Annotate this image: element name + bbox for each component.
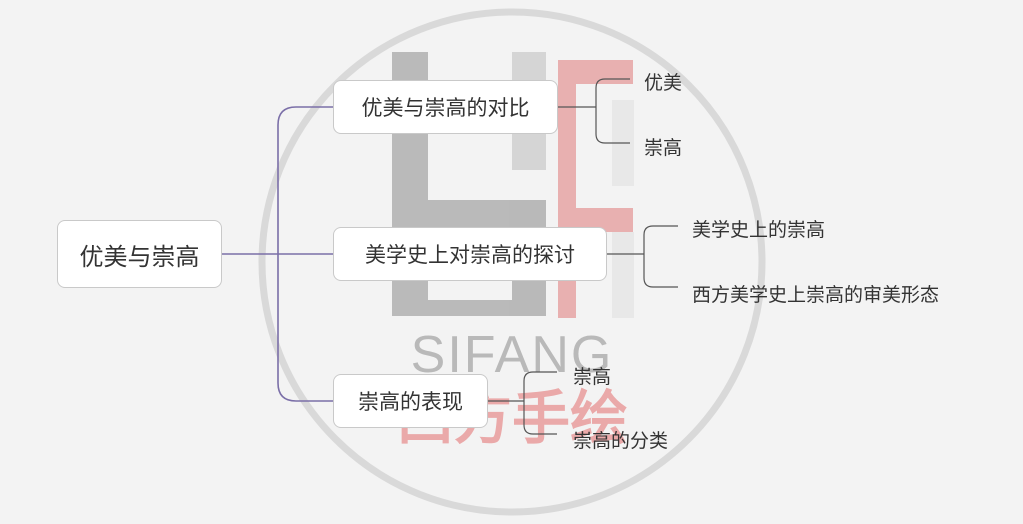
root-node-label: 优美与崇高 <box>79 242 200 271</box>
watermark-circle <box>258 8 766 516</box>
leaf-node-sublime[interactable]: 崇高 <box>644 137 683 159</box>
branch-node-label: 崇高的表现 <box>358 390 463 414</box>
branch-node-history[interactable]: 美学史上对崇高的探讨 <box>333 227 607 281</box>
leaf-node-sublime[interactable]: 崇高 <box>573 366 612 388</box>
leaf-node-sublime-in-history[interactable]: 美学史上的崇高 <box>692 219 826 241</box>
leaf-node-beauty[interactable]: 优美 <box>644 72 683 94</box>
branch-node-label: 优美与崇高的对比 <box>361 96 530 120</box>
branch-connectors <box>488 78 678 435</box>
leaf-node-sublime-categories[interactable]: 崇高的分类 <box>573 430 669 452</box>
branch-node-comparison[interactable]: 优美与崇高的对比 <box>333 80 558 134</box>
root-connectors <box>222 106 333 402</box>
root-node[interactable]: 优美与崇高 <box>57 220 222 288</box>
leaf-node-western-aesthetic-forms[interactable]: 西方美学史上崇高的审美形态 <box>692 284 940 306</box>
branch-node-label: 美学史上对崇高的探讨 <box>365 243 575 267</box>
branch-node-expression[interactable]: 崇高的表现 <box>333 374 488 428</box>
